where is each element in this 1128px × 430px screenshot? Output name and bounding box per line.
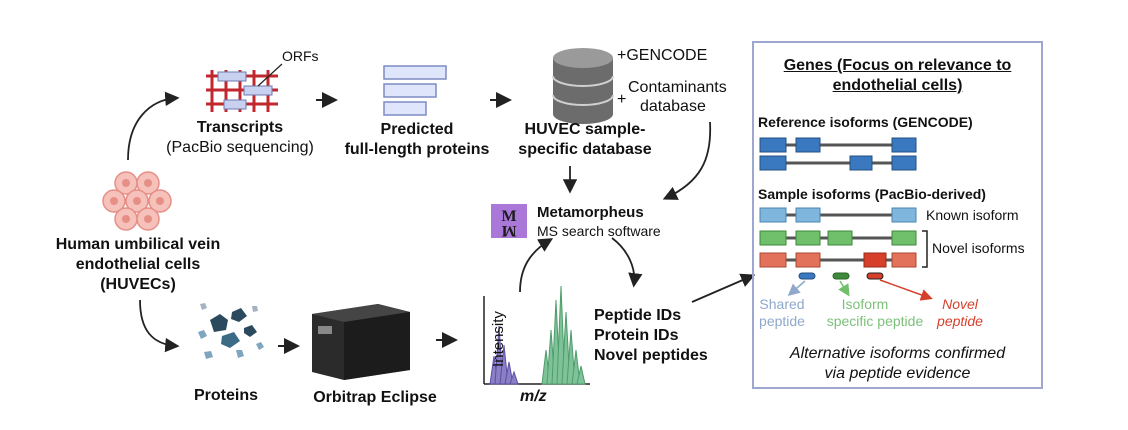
arrow-results-panel xyxy=(691,273,756,303)
orbitrap-icon xyxy=(312,304,410,380)
contaminants-plus: + xyxy=(617,91,627,108)
cells-line1: Human umbilical vein xyxy=(55,236,221,253)
shared-peptide-line1: Shared xyxy=(759,296,805,312)
novel-peptide-line1: Novel xyxy=(942,296,978,312)
sample-isoforms-diagram xyxy=(759,207,933,301)
arrow-cells-transcripts xyxy=(127,91,180,161)
database-line1: HUVEC sample- xyxy=(524,121,646,138)
contaminants-line2: database xyxy=(640,98,706,115)
proteins-icon xyxy=(198,303,264,359)
metamorpheus-logo-icon: M M xyxy=(491,204,527,239)
gencode-label: +GENCODE xyxy=(617,47,708,64)
svg-text:M: M xyxy=(501,222,516,239)
reference-isoforms-diagram xyxy=(759,137,917,171)
genes-panel xyxy=(752,41,1043,389)
arrow-cells-proteins xyxy=(139,299,180,353)
metamorpheus-title: Metamorpheus xyxy=(537,204,644,221)
transcripts-icon xyxy=(206,63,283,112)
orbitrap-label: Orbitrap Eclipse xyxy=(313,389,437,406)
transcripts-subtitle: (PacBio sequencing) xyxy=(166,139,314,156)
specific-peptide-line1: Isoform xyxy=(841,296,889,312)
database-icon xyxy=(552,48,614,124)
sample-heading: Sample isoforms (PacBio-derived) xyxy=(758,186,986,202)
known-isoform-label: Known isoform xyxy=(926,207,1019,223)
spectrum-plot xyxy=(483,285,590,385)
results-novel-peptides: Novel peptides xyxy=(594,347,708,364)
metamorpheus-subtitle: MS search software xyxy=(537,223,661,239)
arrow-spectrum-metamorpheus xyxy=(519,238,554,293)
arrow-contaminants-metamorpheus xyxy=(662,121,712,200)
reference-heading: Reference isoforms (GENCODE) xyxy=(758,114,973,130)
panel-title-line1: Genes (Focus on relevance to xyxy=(783,57,1012,74)
panel-title-line2: endothelial cells) xyxy=(832,77,963,94)
panel-footer-line1: Alternative isoforms confirmed xyxy=(789,345,1006,362)
panel-footer-line2: via peptide evidence xyxy=(824,365,971,382)
huvec-cells-icon xyxy=(102,171,172,231)
novel-isoforms-label: Novel isoforms xyxy=(932,240,1025,256)
cells-line2: endothelial cells xyxy=(75,256,201,273)
shared-peptide-line2: peptide xyxy=(759,313,805,329)
predicted-proteins-icon xyxy=(383,65,447,116)
results-peptide-ids: Peptide IDs xyxy=(594,307,682,324)
predicted-line1: Predicted xyxy=(380,121,454,138)
proteins-label: Proteins xyxy=(193,387,258,404)
contaminants-line1: Contaminants xyxy=(628,79,727,96)
orfs-label: ORFs xyxy=(282,48,319,64)
cells-line3: (HUVECs) xyxy=(100,276,176,293)
database-line2: specific database xyxy=(518,141,652,158)
spectrum-xlabel: m/z xyxy=(520,388,547,405)
predicted-line2: full-length proteins xyxy=(344,141,490,158)
specific-peptide-line2: specific peptide xyxy=(826,313,924,329)
spectrum-ylabel: Intensity xyxy=(490,311,507,367)
results-protein-ids: Protein IDs xyxy=(594,327,679,344)
transcripts-title: Transcripts xyxy=(196,119,284,136)
arrow-metamorpheus-results xyxy=(611,237,643,288)
svg-text:M: M xyxy=(501,208,516,225)
novel-peptide-line2: peptide xyxy=(937,313,983,329)
